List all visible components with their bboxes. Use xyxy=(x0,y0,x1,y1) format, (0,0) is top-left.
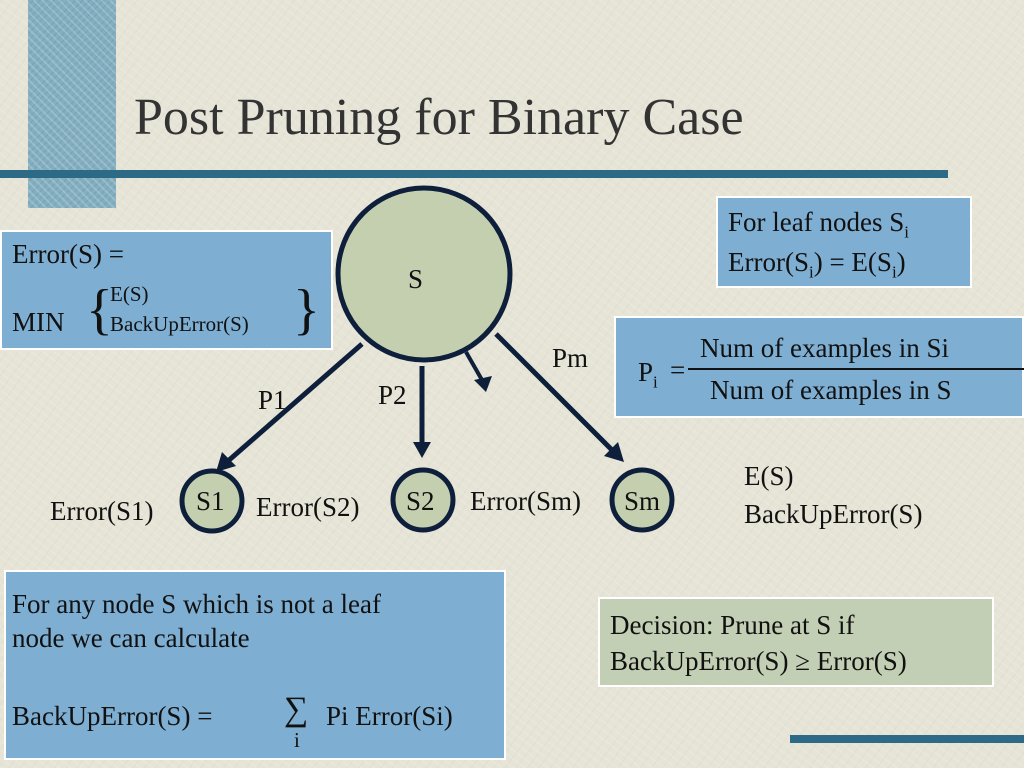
pi-symbol: Pi xyxy=(638,357,658,392)
fraction-bar xyxy=(688,368,1024,370)
root-label: S xyxy=(408,264,423,294)
error-definition-box: Error(S) = MIN { E(S) BackUpError(S) } xyxy=(0,230,333,350)
min-option-backup: BackUpError(S) xyxy=(110,312,249,336)
arrowhead-p1 xyxy=(216,452,236,472)
bottom-rule xyxy=(790,735,1024,743)
calc-formula-right: Pi Error(Si) xyxy=(326,701,453,731)
title-rule xyxy=(0,170,948,178)
probability-box: Pi = Num of examples in Si Num of exampl… xyxy=(614,316,1024,418)
error-label-s1: Error(S1) xyxy=(50,496,153,526)
calc-line-1: For any node S which is not a leaf xyxy=(12,589,381,619)
edge-label-p2: P2 xyxy=(378,380,407,410)
decision-line-1: Decision: Prune at S if xyxy=(610,610,855,640)
leaf-line-2: Error(Si) = E(Si) xyxy=(728,247,906,282)
leaf-definition-box: For leaf nodes Si Error(Si) = E(Si) xyxy=(716,196,972,288)
edge-pm xyxy=(494,332,620,458)
side-text-error: E(S) xyxy=(744,461,794,491)
error-label-sm: Error(Sm) xyxy=(470,486,581,516)
child-node-s1 xyxy=(179,468,245,534)
arrowhead-dots xyxy=(474,376,492,392)
min-label: MIN xyxy=(12,307,65,337)
decision-line-2: BackUpError(S) ≥ Error(S) xyxy=(610,646,907,676)
fraction-denominator: Num of examples in S xyxy=(710,375,952,405)
pi-equals: = xyxy=(670,355,686,385)
calc-line-2: node we can calculate xyxy=(12,623,250,653)
error-label-s2: Error(S2) xyxy=(256,492,359,522)
left-brace: { xyxy=(86,279,113,341)
sigma-symbol: ∑ xyxy=(284,691,309,728)
child-label-s1: S1 xyxy=(196,486,225,516)
child-label-s2: S2 xyxy=(406,486,435,516)
calc-formula-left: BackUpError(S) = xyxy=(12,701,213,731)
edge-p1 xyxy=(218,342,364,470)
edge-label-pm: Pm xyxy=(552,343,588,373)
fraction-numerator: Num of examples in Si xyxy=(700,333,949,363)
child-node-sm xyxy=(609,467,675,533)
root-node xyxy=(335,185,513,363)
edge-dots xyxy=(464,351,484,381)
right-brace: } xyxy=(293,279,320,341)
arrowhead-p2 xyxy=(413,442,431,458)
child-label-sm: Sm xyxy=(624,486,660,516)
edge-label-p1: P1 xyxy=(258,385,287,415)
backup-error-box: For any node S which is not a leaf node … xyxy=(4,570,506,760)
min-option-error: E(S) xyxy=(110,282,149,306)
decision-box: Decision: Prune at S if BackUpError(S) ≥… xyxy=(598,597,994,687)
sigma-subscript: i xyxy=(294,728,300,752)
error-definition-line: Error(S) = xyxy=(12,239,124,269)
arrowhead-pm xyxy=(604,442,624,462)
leaf-line-1: For leaf nodes Si xyxy=(728,207,909,242)
slide-title: Post Pruning for Binary Case xyxy=(134,89,744,146)
side-text-backup: BackUpError(S) xyxy=(744,499,923,529)
child-node-s2 xyxy=(390,467,456,533)
